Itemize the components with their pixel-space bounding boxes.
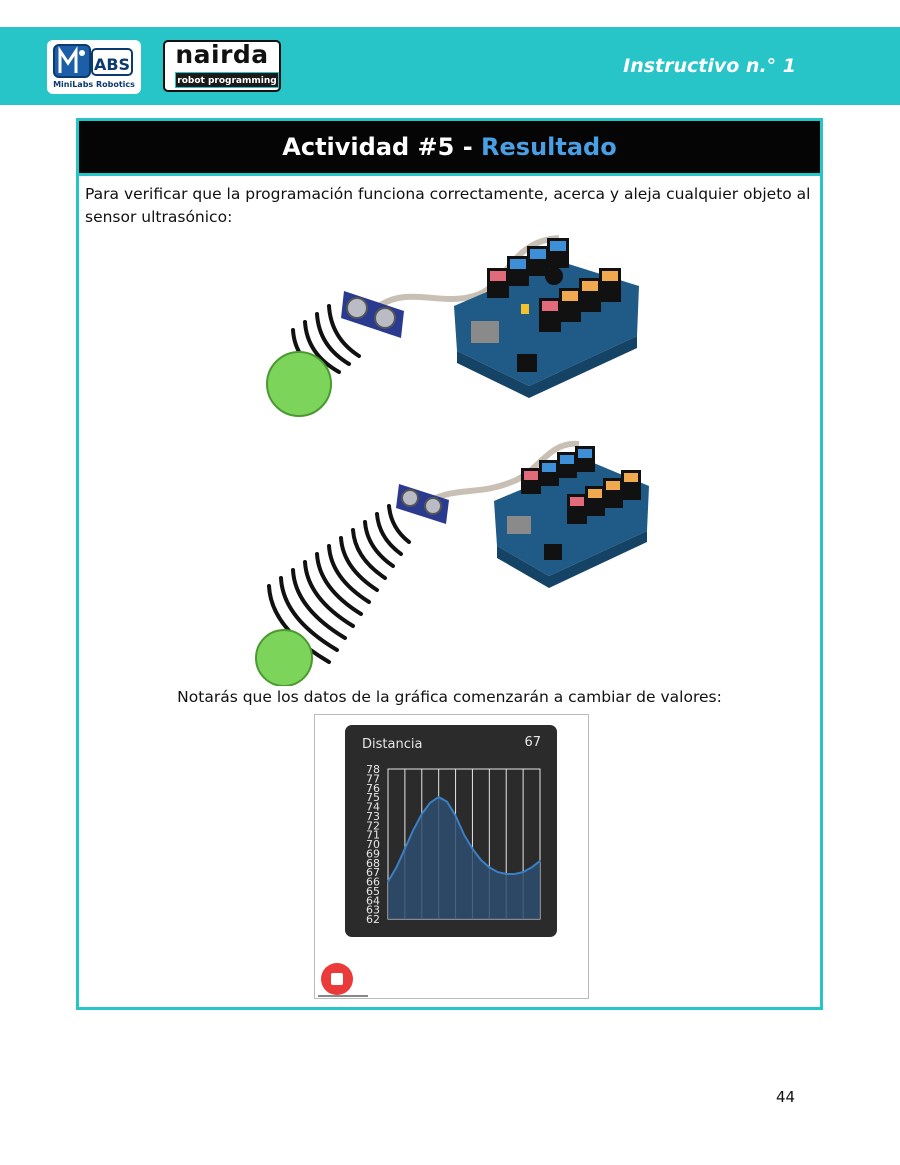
nairda-logo-subtitle: robot programming [175,72,279,88]
robot-board [454,238,639,398]
robot-board [494,446,649,588]
data-point [480,859,482,861]
sensor-close-illustration [266,235,639,417]
activity-title-accent: Resultado [481,133,617,161]
data-area [388,797,540,919]
y-tick-label: 68 [366,857,380,870]
sensor-far-illustration [255,440,649,686]
y-tick-label: 77 [366,772,380,785]
y-tick-label: 66 [366,876,380,889]
y-tick-label: 63 [366,904,380,917]
y-tick-label: 70 [366,838,380,851]
data-point [429,801,432,804]
nairda-logo: nairda robot programming [163,40,281,92]
data-point [420,813,423,815]
y-tick-label: 72 [366,819,380,832]
data-point [395,866,398,869]
y-tick-label: 78 [366,763,380,776]
y-tick-label: 76 [366,782,380,795]
stop-icon [331,973,343,985]
ultrasonic-sensor [341,291,404,338]
sound-waves [267,504,411,664]
page-number: 44 [776,1088,796,1106]
object-ball [266,351,332,417]
header-bar [0,27,900,105]
data-point [488,866,491,869]
data-point [539,860,541,862]
data-point [404,847,406,850]
intro-text: Para verificar que la programación funci… [85,185,811,226]
activity-frame: Actividad #5 - Resultado Para verificar … [76,118,823,1010]
y-tick-label: 69 [366,847,380,860]
data-point [513,873,516,875]
activity-title-main: Actividad #5 - [282,133,482,161]
nairda-logo-word: nairda [175,40,269,69]
data-point [471,847,474,850]
data-point [412,829,415,831]
chart-value: 67 [524,735,541,750]
object-ball [255,629,313,686]
data-point [522,871,524,873]
data-point [446,801,448,803]
data-point [530,866,533,869]
y-tick-label: 75 [366,791,380,804]
activity-title: Actividad #5 - Resultado [79,121,820,176]
chart-label: Distancia [362,737,423,752]
divider [318,995,368,997]
caption-text: Notarás que los datos de la gráfica come… [177,688,722,706]
stop-button[interactable] [321,963,353,995]
minilabs-logo-text: MiniLabs Robotics [53,80,135,89]
y-tick-label: 64 [366,894,380,907]
y-tick-label: 73 [366,810,380,823]
y-tick-label: 62 [366,913,380,926]
y-tick-label: 67 [366,866,380,879]
data-point [505,873,508,875]
data-point [454,815,457,817]
data-point [463,833,465,836]
y-tick-label: 71 [366,829,380,842]
data-point [387,880,389,883]
data-point [496,871,499,873]
data-point [437,796,440,798]
minilabs-logo: ABS MiniLabs Robotics [47,40,141,94]
document-label: Instructivo n.° 1 [623,55,796,77]
y-tick-label: 74 [366,801,380,814]
ultrasonic-sensor [396,484,449,524]
y-tick-label: 65 [366,885,380,898]
svg-text:ABS: ABS [94,55,130,74]
